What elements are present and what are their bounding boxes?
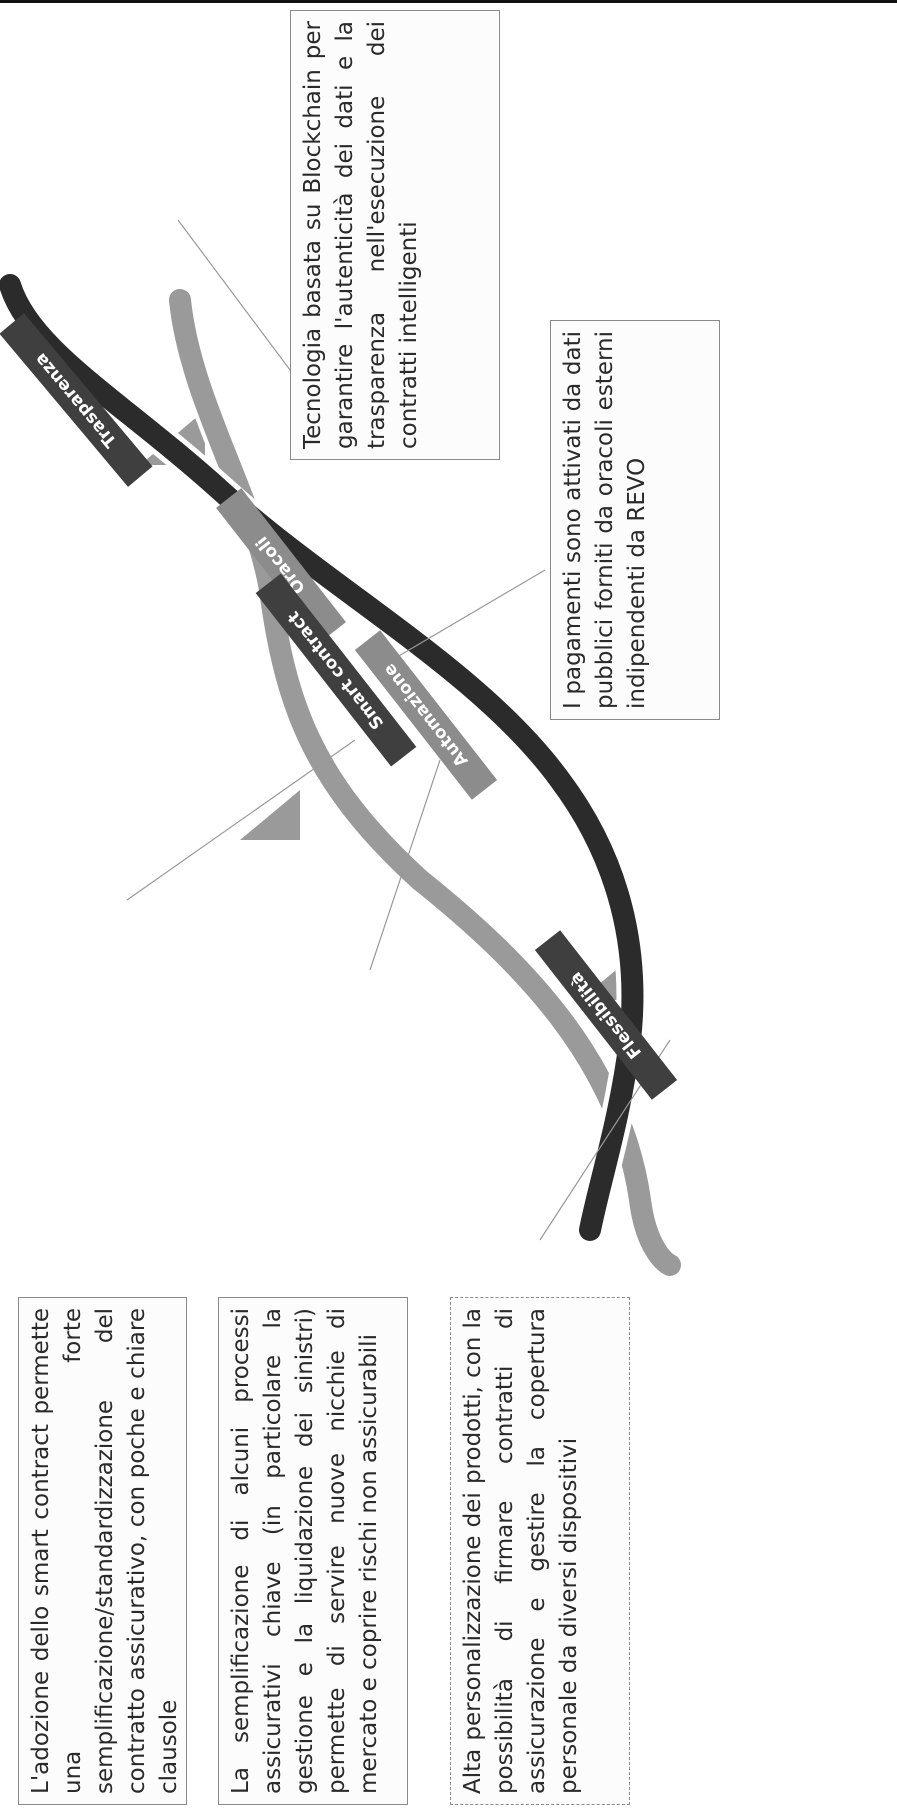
box-trasparenza: Tecnologia basata su Blockchain per gara…: [290, 10, 500, 460]
connector-automazione: [369, 759, 441, 971]
right-edge-bar: [0, 0, 897, 3]
box-oracoli: I pagamenti sono attivati da dati pubbli…: [550, 320, 720, 720]
box-automazione: La semplificazione di alcuni processi as…: [218, 1297, 408, 1805]
triangle-middle: [240, 790, 300, 840]
connector-trasparenza: [177, 219, 306, 391]
box-flessibilita: Alta personalizzazione dei prodotti, con…: [450, 1297, 630, 1805]
connector-smart-contract: [126, 739, 356, 901]
connector-oracoli: [374, 569, 546, 671]
box-smart-contract: L'adozione dello smart contract permette…: [18, 1297, 187, 1805]
dark-strand: [0, 274, 644, 1241]
